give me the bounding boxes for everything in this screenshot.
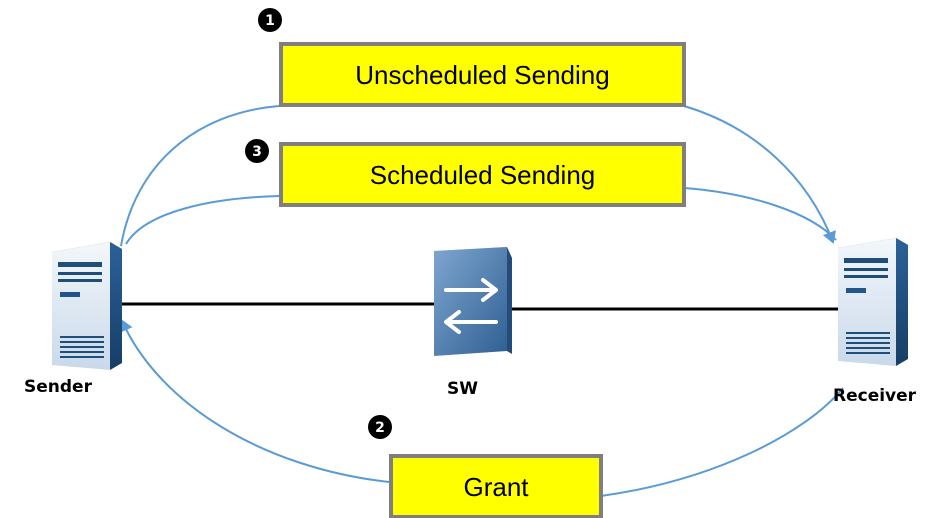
scheduled-sending-label: Scheduled Sending	[370, 160, 596, 190]
receiver-server-icon	[838, 238, 908, 366]
grant-label: Grant	[463, 472, 529, 502]
grant-box: Grant	[389, 454, 603, 518]
unscheduled-arrow-left	[120, 105, 280, 247]
unscheduled-sending-label: Unscheduled Sending	[355, 60, 609, 90]
scheduled-arrow-right	[683, 187, 837, 241]
grant-arrow-left	[119, 319, 390, 483]
step-3-number: 3	[252, 144, 262, 160]
step-2-badge: 2	[368, 415, 392, 439]
unscheduled-sending-box: Unscheduled Sending	[279, 42, 686, 107]
scheduled-sending-box: Scheduled Sending	[279, 142, 686, 207]
sender-server-icon	[52, 242, 122, 370]
switch-label: SW	[447, 379, 478, 399]
step-1-number: 1	[265, 13, 275, 29]
unscheduled-arrow-right	[683, 105, 836, 244]
step-2-number: 2	[375, 420, 385, 436]
switch-icon	[434, 247, 512, 356]
sender-label: Sender	[24, 377, 93, 397]
step-1-badge: 1	[258, 8, 282, 32]
step-3-badge: 3	[245, 139, 269, 163]
grant-arrow-right	[600, 387, 844, 497]
receiver-label: Receiver	[833, 386, 917, 406]
scheduled-arrow-left	[125, 195, 280, 245]
